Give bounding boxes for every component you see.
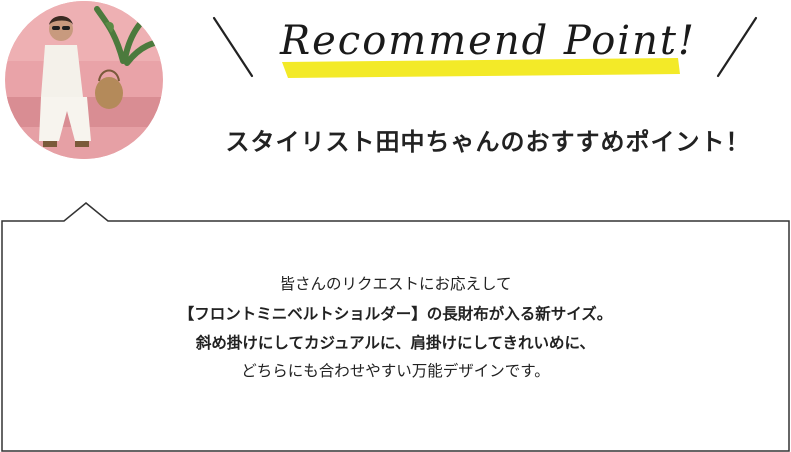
- recommend-point-title: Recommend Point!: [280, 18, 696, 64]
- bubble-line-1: 皆さんのリクエストにお応えして: [279, 275, 512, 293]
- stylist-recommend-subtitle: スタイリスト田中ちゃんのおすすめポイント！: [225, 127, 751, 156]
- bubble-description: 皆さんのリクエストにお応えして 【フロントミニベルトショルダー】の長財布が入る新…: [2, 270, 789, 386]
- bubble-line-3: 斜め掛けにしてカジュアルに、肩掛けにしてきれいめに、: [195, 333, 596, 352]
- bubble-line-2: 【フロントミニベルトショルダー】の長財布が入る新サイズ。: [178, 304, 613, 323]
- yellow-highlight-stroke: [282, 58, 680, 78]
- left-slash-decoration: [212, 16, 254, 78]
- recommend-point-heading: Recommend Point!: [268, 12, 708, 92]
- bubble-line-4: どちらにも合わせやすい万能デザインです。: [241, 362, 550, 380]
- right-slash-decoration: [716, 16, 758, 78]
